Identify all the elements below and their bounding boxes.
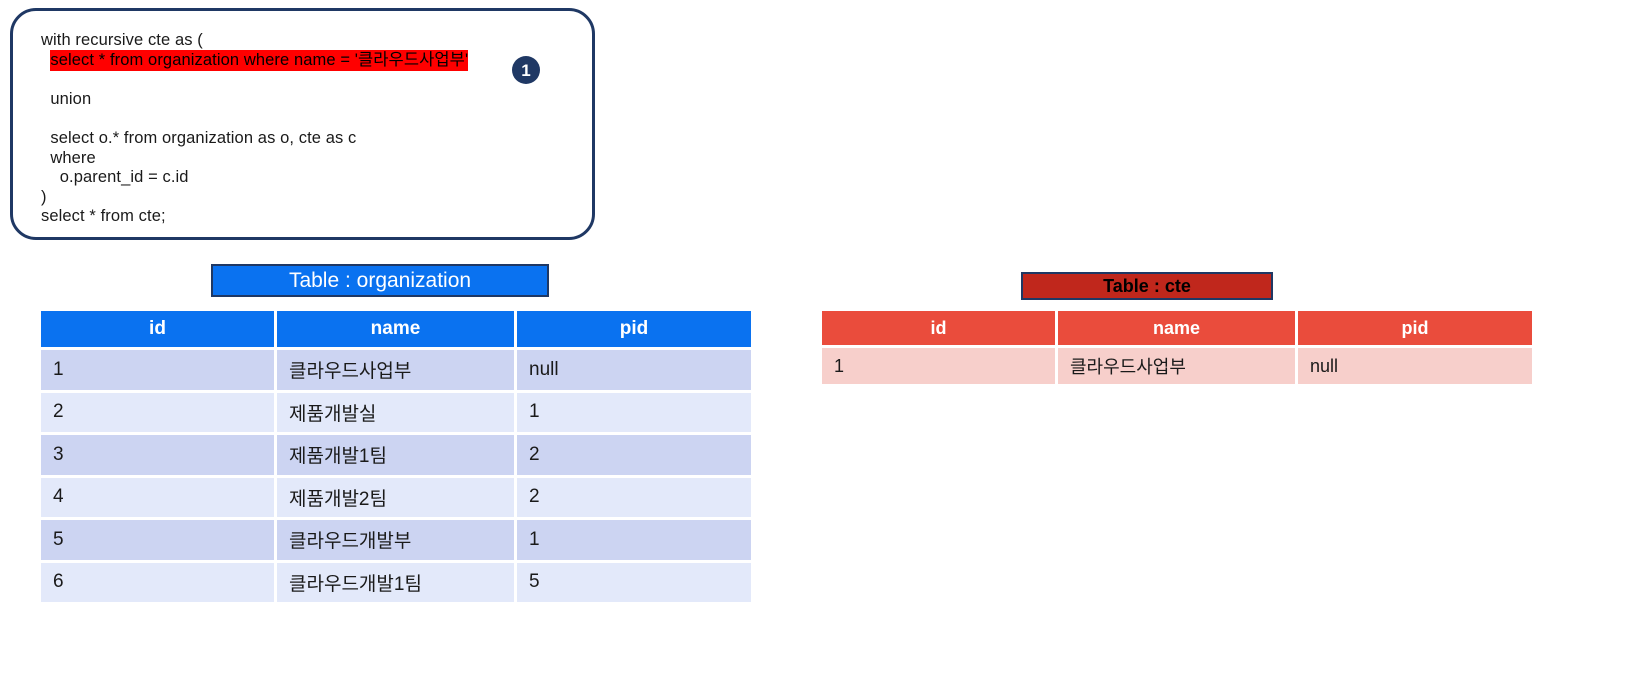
code-line-5 bbox=[41, 109, 468, 129]
step-marker-1: 1 bbox=[512, 56, 540, 84]
table-cell: 6 bbox=[41, 562, 277, 605]
cte-table-title: Table : cte bbox=[1021, 272, 1273, 300]
table-cell: 제품개발실 bbox=[277, 392, 517, 435]
code-line-6: select o.* from organization as o, cte a… bbox=[41, 128, 357, 147]
column-header-name: name bbox=[277, 311, 517, 350]
table-cell: 클라우드개발부 bbox=[277, 520, 517, 563]
code-line-10: select * from cte; bbox=[41, 207, 166, 226]
code-line-3 bbox=[41, 70, 468, 90]
table-cell: null bbox=[517, 350, 751, 393]
table-cell: 1 bbox=[517, 520, 751, 563]
code-line-2: select * from organization where name = … bbox=[41, 49, 469, 71]
table-cell: 클라우드개발1팀 bbox=[277, 562, 517, 605]
table-cell: 2 bbox=[517, 477, 751, 520]
table-cell: 클라우드사업부 bbox=[277, 350, 517, 393]
code-line-7: where bbox=[41, 148, 96, 167]
table-cell: 제품개발1팀 bbox=[277, 435, 517, 478]
column-header-pid: pid bbox=[517, 311, 751, 350]
table-cell: 클라우드사업부 bbox=[1058, 348, 1298, 384]
code-line-1: with recursive cte as ( bbox=[41, 31, 203, 49]
table-cell: 1 bbox=[822, 348, 1058, 384]
table-header-row: id name pid bbox=[41, 311, 751, 350]
sql-code-box: with recursive cte as ( select * from or… bbox=[10, 8, 595, 240]
table-cell: 1 bbox=[517, 392, 751, 435]
table-cell: 2 bbox=[41, 392, 277, 435]
column-header-id: id bbox=[822, 311, 1058, 348]
table-cell: 1 bbox=[41, 350, 277, 393]
table-cell: null bbox=[1298, 348, 1532, 384]
table-cell: 5 bbox=[517, 562, 751, 605]
table-cell: 5 bbox=[41, 520, 277, 563]
table-cell: 4 bbox=[41, 477, 277, 520]
table-cell: 2 bbox=[517, 435, 751, 478]
code-line-4: union bbox=[41, 89, 92, 108]
column-header-pid: pid bbox=[1298, 311, 1532, 348]
table-cell: 제품개발2팀 bbox=[277, 477, 517, 520]
table-cell: 3 bbox=[41, 435, 277, 478]
organization-table-title: Table : organization bbox=[211, 264, 549, 297]
table-header-row: id name pid bbox=[822, 311, 1532, 348]
sql-code-text: with recursive cte as ( select * from or… bbox=[41, 31, 469, 227]
column-header-id: id bbox=[41, 311, 277, 350]
column-header-name: name bbox=[1058, 311, 1298, 348]
code-line-8: o.parent_id = c.id bbox=[41, 168, 189, 187]
code-line-9: ) bbox=[41, 187, 47, 206]
highlighted-sql-fragment: select * from organization where name = … bbox=[50, 49, 469, 71]
